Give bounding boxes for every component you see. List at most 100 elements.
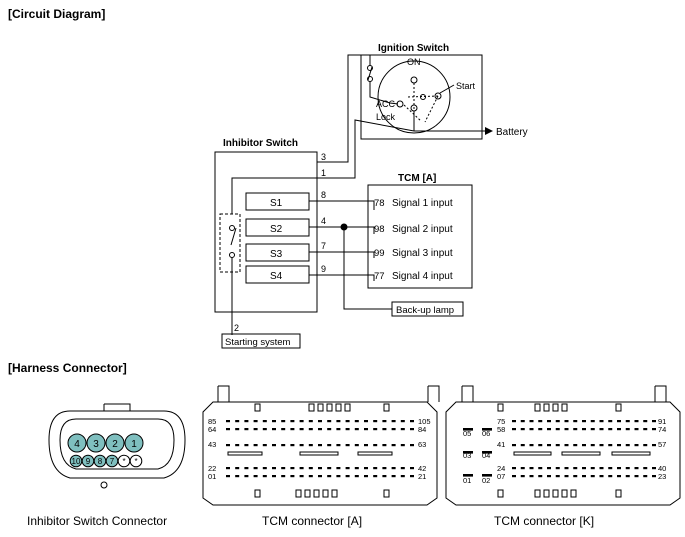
tcm-k-pin — [512, 444, 516, 447]
tcm-k-label-24: 24 — [497, 464, 505, 473]
tcm-k-pin — [529, 444, 534, 447]
tcm-a-key-tab — [331, 489, 338, 498]
inhibitor-internal-switch — [219, 213, 241, 273]
tcm-k-label-01: 01 — [463, 476, 471, 485]
ignition-on-label: ON — [407, 57, 421, 67]
tcm-k-label-06: 06 — [482, 429, 490, 438]
tcm-a-pin — [318, 444, 322, 447]
tcm-k-pin — [625, 428, 630, 431]
tcm-k-pin — [564, 420, 569, 423]
tcm-k-pin — [582, 428, 586, 431]
tcm-a-pin — [272, 467, 276, 470]
tcm-k-key-tab — [615, 403, 622, 412]
splice-dot — [340, 223, 348, 231]
tcm-k-key-tab — [534, 403, 541, 412]
tcm-k-pin — [634, 420, 639, 423]
ign-left-wire — [369, 55, 399, 105]
tcm-a-pin — [327, 475, 332, 478]
tcm-k-key-tab — [552, 403, 559, 412]
tcm-a-pin — [299, 420, 304, 423]
tcm-a-pin — [290, 420, 295, 423]
inhibitor-contact-top — [229, 225, 235, 231]
tcm-k-bar — [611, 451, 651, 456]
tcm-k-pin — [643, 444, 648, 447]
tcm-a-bar — [299, 451, 339, 456]
tcm-k-pin — [634, 444, 639, 447]
tcm-k-pin — [573, 428, 578, 431]
tcm-k-pin — [652, 467, 656, 470]
battery-label: Battery — [496, 127, 528, 138]
tcm-k-pin — [625, 467, 630, 470]
tcm-k-pin — [547, 475, 551, 478]
tcm-pin-78: 78 — [374, 198, 385, 209]
tcm-a-pin — [226, 467, 230, 470]
switch-s1-label: S1 — [270, 198, 283, 209]
tcm-k-pin — [538, 467, 543, 470]
tcm-k-label-23: 23 — [658, 472, 666, 481]
tcm-a-pin — [391, 428, 396, 431]
tcm-k-pin — [555, 420, 560, 423]
tcm-k-label-03: 03 — [463, 451, 471, 460]
tcm-a-key-tab — [295, 489, 302, 498]
tcm-a-pin — [336, 475, 341, 478]
tcm-a-label-84: 84 — [418, 425, 426, 434]
tcm-a-pin — [373, 475, 378, 478]
tcm-a-pin — [262, 428, 267, 431]
contact-center — [420, 94, 426, 100]
tcm-a-pin — [281, 420, 286, 423]
tcm-k-pin — [547, 420, 551, 423]
tcm-k-pin — [520, 420, 525, 423]
wire-8 — [309, 200, 375, 210]
tcm-a-pin — [308, 444, 313, 447]
tcm-k-label-57: 57 — [658, 440, 666, 449]
tcm-a-pin — [281, 428, 286, 431]
tcm-k-pin — [538, 428, 543, 431]
tcm-a-pin — [327, 467, 332, 470]
tcm-a-pin — [373, 428, 378, 431]
tcm-a-pin — [336, 444, 341, 447]
inhibitor-pin-small-label: * — [134, 457, 137, 466]
tcm-k-label-91: 91 — [658, 417, 666, 426]
tcm-k-label-58: 58 — [497, 425, 505, 434]
tcm-a-pin — [244, 444, 249, 447]
tcm-connector-k-caption: TCM connector [K] — [494, 514, 594, 528]
tcm-a-label-21: 21 — [418, 472, 426, 481]
wire-7-number: 7 — [321, 241, 326, 251]
tcm-a-pin — [318, 420, 322, 423]
tcm-a-pin — [410, 467, 414, 470]
inhibitor-contact-bottom — [229, 252, 235, 258]
inhibitor-pin — [124, 433, 144, 453]
tcm-k-pin — [573, 467, 578, 470]
tcm-k-pin — [512, 467, 516, 470]
tcm-connector-k-features — [463, 403, 656, 498]
tcm-a-key-tab — [308, 403, 315, 412]
tcm-a-pin — [364, 475, 368, 478]
ignition-switch-box — [360, 54, 483, 140]
tcm-a-pin — [391, 475, 396, 478]
tcm-a-pin — [391, 420, 396, 423]
tcm-a-pin — [299, 428, 304, 431]
tcm-a-pin — [299, 467, 304, 470]
starting-system-label: Starting system — [225, 337, 291, 348]
tcm-a-pin — [299, 475, 304, 478]
tcm-k-pin — [617, 444, 621, 447]
tcm-k-pin — [529, 428, 534, 431]
tcm-k-pin — [625, 444, 630, 447]
tcm-a-pin — [364, 420, 368, 423]
backup-lamp-wire — [343, 227, 392, 310]
tcm-k-pin — [538, 420, 543, 423]
tcm-pin-99: 99 — [374, 248, 385, 259]
tcm-a-key-tab — [254, 489, 261, 498]
tcm-a-pin — [364, 428, 368, 431]
wire-9-number: 9 — [321, 264, 326, 274]
tcm-a-pin — [253, 428, 258, 431]
tcm-k-pin — [538, 475, 543, 478]
tcm-k-key-tab — [570, 489, 577, 498]
tcm-k-pin — [582, 475, 586, 478]
tcm-k-pin — [512, 475, 516, 478]
tcm-k-pin — [520, 475, 525, 478]
ignition-dashed-links — [403, 83, 439, 123]
wire-8-number: 8 — [321, 190, 326, 200]
tcm-a-pin — [373, 467, 378, 470]
